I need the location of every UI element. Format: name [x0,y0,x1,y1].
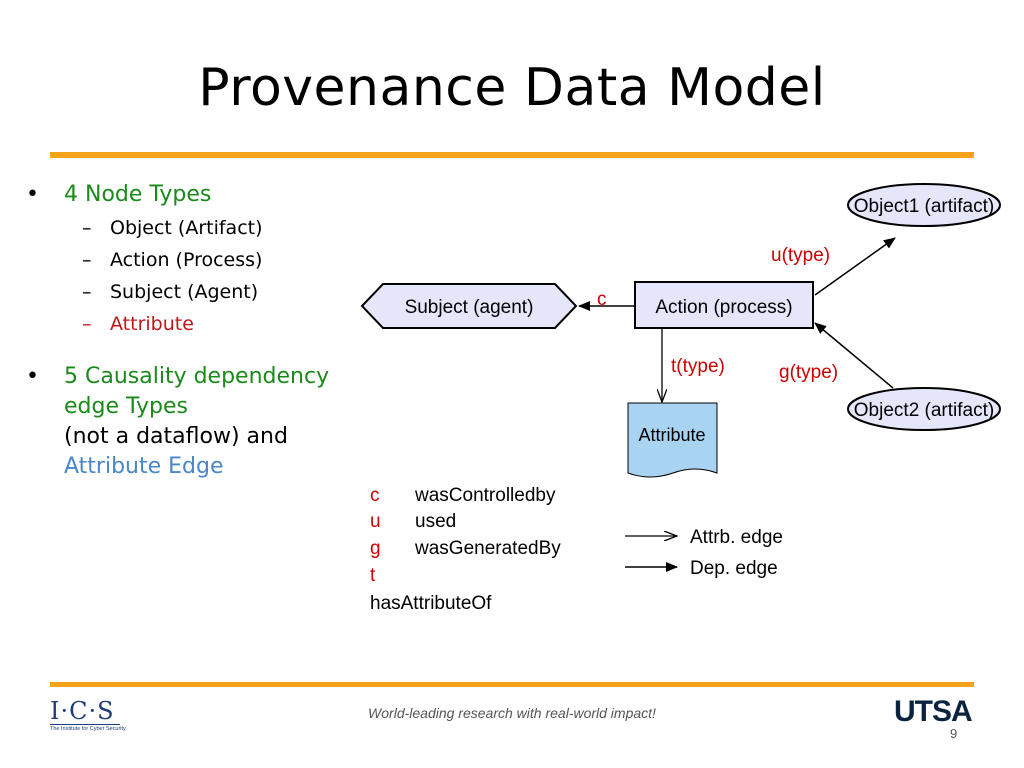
node-object2 [847,387,1001,431]
dash-marker: – [82,313,92,335]
page-number: 9 [950,726,958,741]
node-attribute-label: Attribute [638,425,705,445]
edge-label-t: t(type) [671,356,725,377]
edge-used [814,237,896,296]
footer-divider [50,682,974,687]
utsa-logo: UTSA [894,695,973,728]
bullet-marker: • [26,364,39,389]
node-object1 [847,183,1001,227]
node-type-sublist: –Object (Artifact) –Action (Process) –Su… [26,212,371,340]
edge-label-g: g(type) [779,362,838,383]
causality-line-2: edge Types [64,394,188,419]
node-action [634,281,814,329]
legend-code-g: g [370,538,381,559]
sub-item-label: Action (Process) [110,249,263,271]
edge-label-u: u(type) [771,245,830,266]
bullet-heading: 4 Node Types [64,182,212,207]
node-attribute [627,402,718,478]
node-object2-label: Object2 (artifact) [854,400,994,421]
slide-title: Provenance Data Model [198,58,826,118]
legend-code-t: t [370,565,376,586]
legend-attr-edge-label: Attrb. edge [690,527,783,548]
ics-logo-text: I·C·S [50,697,115,725]
legend-code-c: c [370,485,380,506]
sub-item-label: Object (Artifact) [110,217,263,239]
node-action-label: Action (process) [655,297,792,318]
node-subject-label: Subject (agent) [405,297,534,318]
sub-item-label: Subject (Agent) [110,281,259,303]
node-object1-label: Object1 (artifact) [854,196,994,217]
dash-marker: – [82,281,92,303]
ics-logo: I·C·S The Institute for Cyber Security [50,697,126,732]
ics-logo-subtitle: The Institute for Cyber Security [50,724,126,732]
legend-code-u: u [370,511,381,532]
causality-line-1: 5 Causality dependency [64,364,330,389]
legend-name-was-generated-by: wasGeneratedBy [414,538,561,559]
node-subject [360,283,578,329]
edge-label-c: c [597,289,607,310]
provenance-diagram: Object1 (artifact) Object2 (artifact) Ac… [360,183,1001,614]
bullet-marker: • [26,182,39,207]
sub-item-action: –Action (Process) [26,244,371,276]
sub-item-subject: –Subject (Agent) [26,276,371,308]
edge-was-generated-by [814,322,894,389]
causality-line-4: Attribute Edge [64,454,224,479]
bullet-list: • 4 Node Types –Object (Artifact) –Actio… [26,180,371,482]
dash-marker: – [82,217,92,239]
title-divider [50,152,974,158]
sub-item-object: –Object (Artifact) [26,212,371,244]
sub-item-label: Attribute [110,313,194,335]
legend-name-was-controlled-by: wasControlledby [414,485,556,506]
footer-tagline: World-leading research with real-world i… [368,705,656,721]
dash-marker: – [82,249,92,271]
legend-dep-edge-label: Dep. edge [690,558,778,579]
legend-name-used: used [415,511,456,532]
legend-name-has-attribute-of: hasAttributeOf [370,593,492,614]
bullet-causality: • 5 Causality dependency edge Types (not… [26,362,371,482]
causality-line-3: (not a dataflow) and [64,424,288,449]
sub-item-attribute: –Attribute [26,308,371,340]
bullet-node-types: • 4 Node Types [26,180,371,210]
